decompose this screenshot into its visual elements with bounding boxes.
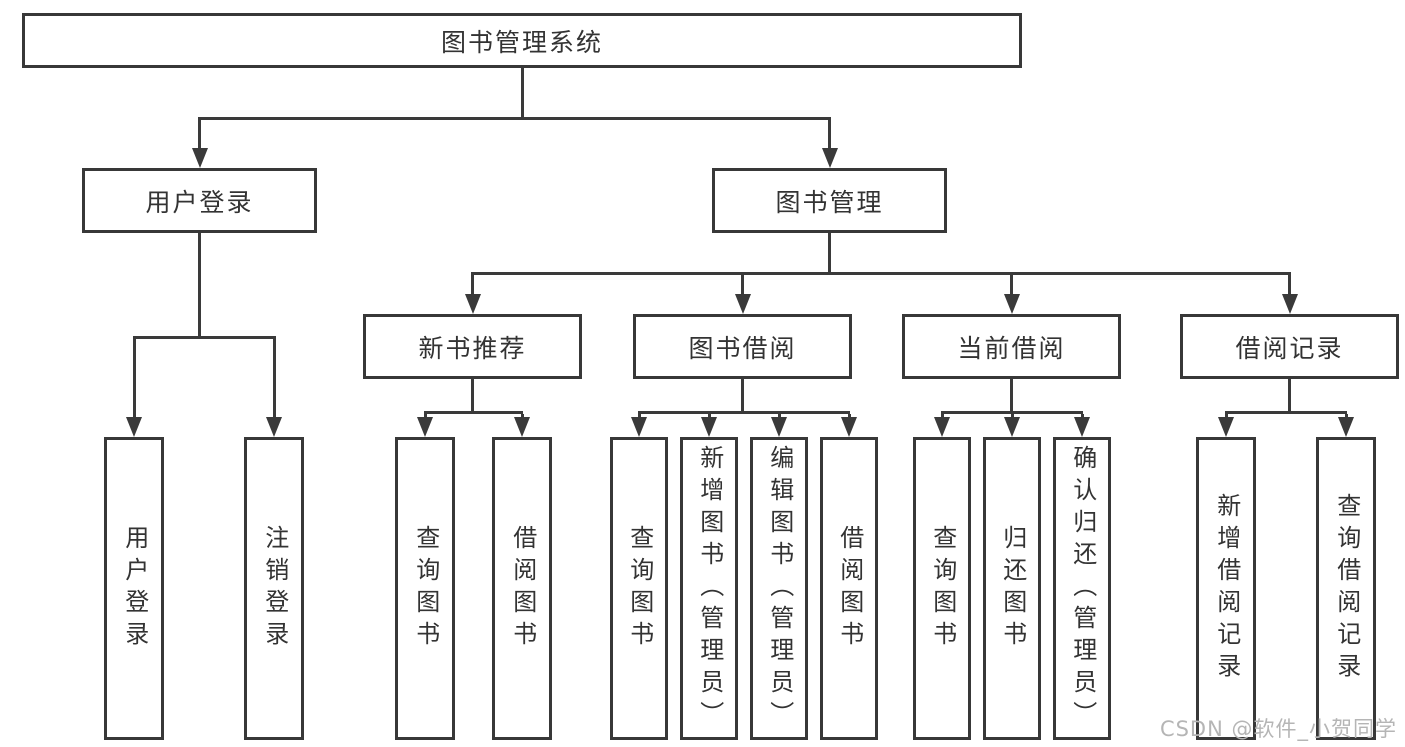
connector-borrow-records-bus [1225, 411, 1347, 414]
connector-drop-leaf [521, 414, 524, 418]
connector-book-borrow-bus [638, 411, 850, 414]
connector-book-mgmt-bus [471, 272, 1291, 275]
node-book-mgmt-branch: 图书管理 [712, 168, 947, 233]
node-system-root-label: 图书管理系统 [440, 27, 603, 57]
arrow-down-icon [465, 294, 481, 314]
node-user-login-branch-label: 用户登录 [145, 187, 254, 217]
leaf-user-login-label: 用户登录 [120, 524, 149, 653]
arrow-down-icon [822, 148, 838, 168]
leaf-confirm-return-admin-label: 确认归还（管理员） [1068, 444, 1097, 733]
connector-book-borrow-stem [741, 379, 744, 414]
connector-drop-new-book [471, 275, 474, 294]
leaf-borrow-books-2-label: 借阅图书 [835, 524, 864, 653]
node-book-mgmt-branch-label: 图书管理 [775, 187, 884, 217]
arrow-down-icon [514, 417, 530, 437]
connector-borrow-records-stem [1288, 379, 1291, 414]
connector-user-login-bus [133, 336, 276, 339]
arrow-down-icon [735, 294, 751, 314]
leaf-return-book: 归还图书 [983, 437, 1041, 740]
node-book-borrow: 图书借阅 [633, 314, 852, 379]
connector-drop-leaf [941, 414, 944, 418]
connector-drop-leaf [424, 414, 427, 418]
connector-drop-current-borrow [1010, 275, 1013, 294]
node-borrow-records: 借阅记录 [1180, 314, 1399, 379]
connector-drop-leaf [848, 414, 851, 418]
connector-current-borrow-bus [941, 411, 1083, 414]
arrow-down-icon [126, 417, 142, 437]
leaf-query-books-3: 查询图书 [913, 437, 971, 740]
node-system-root: 图书管理系统 [22, 13, 1022, 68]
leaf-borrow-books-1: 借阅图书 [492, 437, 552, 740]
arrow-down-icon [1338, 417, 1354, 437]
leaf-query-borrow-record-label: 查询借阅记录 [1332, 492, 1361, 685]
leaf-query-borrow-record: 查询借阅记录 [1316, 437, 1376, 740]
leaf-add-borrow-record: 新增借阅记录 [1196, 437, 1256, 740]
leaf-query-books-3-label: 查询图书 [928, 524, 957, 653]
node-new-book-rec-label: 新书推荐 [418, 333, 527, 363]
leaf-query-books-1: 查询图书 [395, 437, 455, 740]
leaf-edit-book-admin-label: 编辑图书（管理员） [765, 444, 794, 733]
node-book-borrow-label: 图书借阅 [688, 333, 797, 363]
leaf-query-books-2-label: 查询图书 [625, 524, 654, 653]
leaf-query-books-1-label: 查询图书 [411, 524, 440, 653]
leaf-add-book-admin-label: 新增图书（管理员） [695, 444, 724, 733]
connector-drop-user-login [198, 120, 201, 150]
node-borrow-records-label: 借阅记录 [1235, 333, 1344, 363]
connector-drop-leaf [133, 339, 136, 417]
node-current-borrow: 当前借阅 [902, 314, 1121, 379]
arrow-down-icon [934, 417, 950, 437]
leaf-edit-book-admin: 编辑图书（管理员） [750, 437, 808, 740]
arrow-down-icon [192, 148, 208, 168]
leaf-confirm-return-admin: 确认归还（管理员） [1053, 437, 1111, 740]
arrow-down-icon [1074, 417, 1090, 437]
connector-drop-leaf [1225, 414, 1228, 418]
leaf-return-book-label: 归还图书 [998, 524, 1027, 653]
arrow-down-icon [1282, 294, 1298, 314]
arrow-down-icon [701, 417, 717, 437]
leaf-add-borrow-record-label: 新增借阅记录 [1212, 492, 1241, 685]
arrow-down-icon [771, 417, 787, 437]
arrow-down-icon [417, 417, 433, 437]
arrow-down-icon [1004, 294, 1020, 314]
leaf-add-book-admin: 新增图书（管理员） [680, 437, 738, 740]
connector-root-bus [198, 117, 831, 120]
connector-drop-book-borrow [741, 275, 744, 294]
leaf-logout: 注销登录 [244, 437, 304, 740]
connector-drop-leaf [273, 339, 276, 417]
connector-user-login-stem [198, 233, 201, 339]
leaf-borrow-books-1-label: 借阅图书 [508, 524, 537, 653]
arrow-down-icon [841, 417, 857, 437]
node-current-borrow-label: 当前借阅 [957, 333, 1066, 363]
connector-drop-leaf [708, 414, 711, 418]
leaf-query-books-2: 查询图书 [610, 437, 668, 740]
connector-drop-leaf [778, 414, 781, 418]
arrow-down-icon [266, 417, 282, 437]
connector-new-book-stem [471, 379, 474, 414]
connector-new-book-bus [424, 411, 523, 414]
node-user-login-branch: 用户登录 [82, 168, 317, 233]
connector-drop-leaf [1011, 414, 1014, 418]
leaf-logout-label: 注销登录 [260, 524, 289, 653]
connector-drop-leaf [1345, 414, 1348, 418]
arrow-down-icon [631, 417, 647, 437]
connector-drop-leaf [638, 414, 641, 418]
arrow-down-icon [1004, 417, 1020, 437]
leaf-user-login: 用户登录 [104, 437, 164, 740]
connector-drop-book-mgmt [828, 120, 831, 150]
leaf-borrow-books-2: 借阅图书 [820, 437, 878, 740]
connector-root-stem [521, 68, 524, 120]
connector-current-borrow-stem [1010, 379, 1013, 414]
connector-drop-leaf [1081, 414, 1084, 418]
node-new-book-rec: 新书推荐 [363, 314, 582, 379]
connector-drop-borrow-records [1288, 275, 1291, 294]
watermark: CSDN @软件_小贺同学 [1159, 717, 1397, 741]
arrow-down-icon [1218, 417, 1234, 437]
connector-book-mgmt-stem [828, 233, 831, 275]
